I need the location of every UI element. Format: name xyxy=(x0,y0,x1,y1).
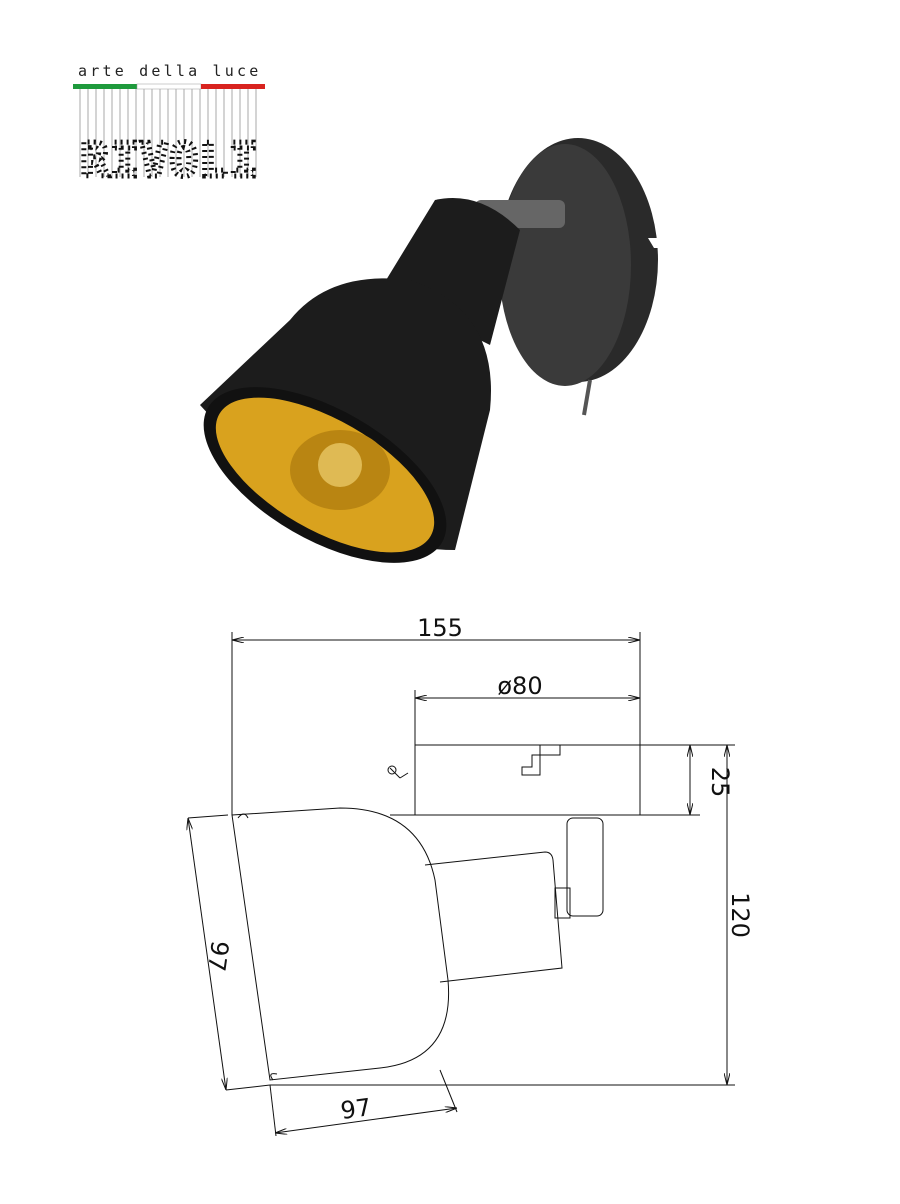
shade-outline xyxy=(231,807,450,1081)
lamp-neck xyxy=(380,198,520,345)
dim-base-depth: 25 xyxy=(706,767,734,798)
product-render xyxy=(180,130,720,580)
dim-total-width: 155 xyxy=(417,614,463,642)
dim-shade-length: 97 xyxy=(339,1093,373,1125)
arm-outline xyxy=(566,817,604,917)
dim-base-diameter: ø80 xyxy=(497,672,542,700)
brand-tagline: arte della luce xyxy=(78,62,262,80)
technical-drawing: 155 ø80 25 120 97 97 xyxy=(0,600,900,1200)
bulb xyxy=(318,443,362,487)
dim-shade-diameter: 97 xyxy=(202,939,234,973)
brand-logo: RIVOLI xyxy=(70,62,270,190)
dim-total-height: 120 xyxy=(726,892,754,938)
base-plate xyxy=(414,744,641,816)
svg-text:RIVOLI: RIVOLI xyxy=(81,133,259,187)
